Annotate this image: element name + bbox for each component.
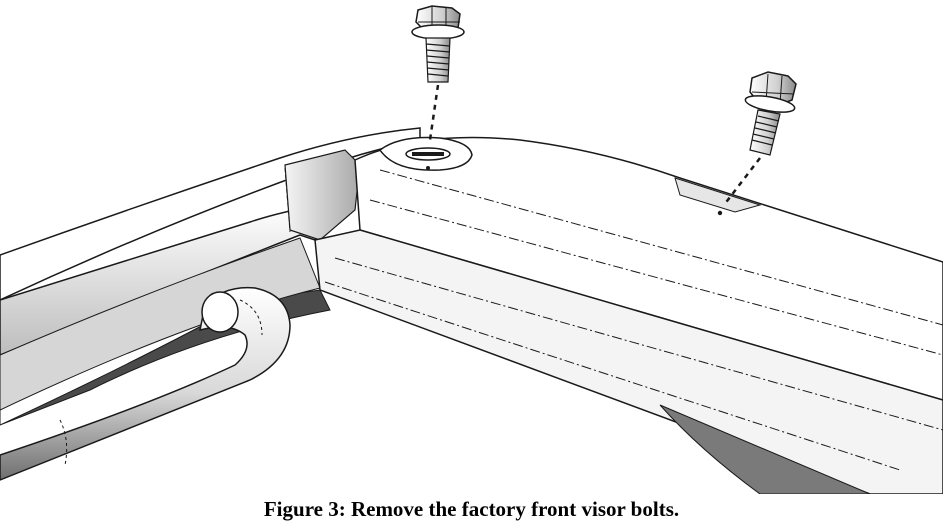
visor-bracket bbox=[314, 136, 943, 494]
mounting-washer bbox=[378, 136, 473, 171]
lower-tube bbox=[0, 286, 291, 481]
flange-bolt-right bbox=[723, 71, 797, 206]
diagram-figure bbox=[0, 5, 943, 494]
mounting-hole-left bbox=[426, 166, 430, 170]
alignment-line-left bbox=[428, 84, 440, 141]
mounting-hole-right bbox=[717, 210, 723, 216]
figure-caption: Figure 3: Remove the factory front visor… bbox=[263, 497, 680, 521]
flange-bolt-left bbox=[411, 5, 465, 141]
